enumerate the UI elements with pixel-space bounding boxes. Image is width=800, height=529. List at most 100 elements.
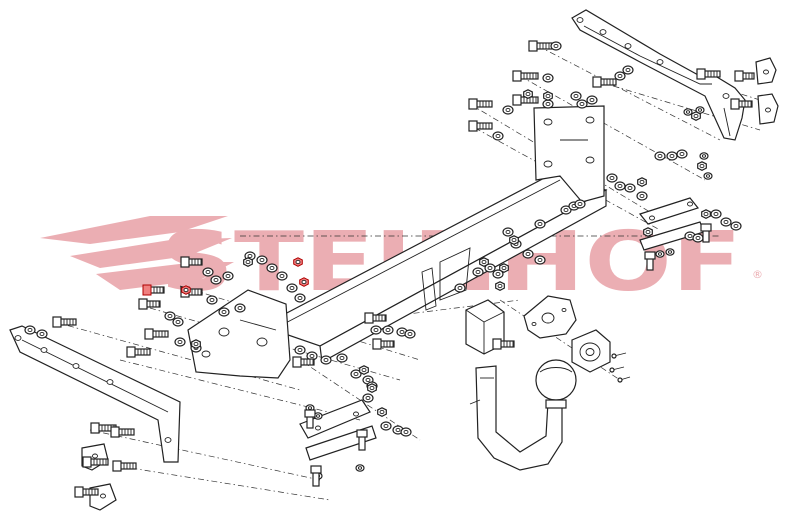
bolt-icon [528, 40, 555, 52]
steinhof-swoosh-logo [40, 216, 234, 290]
bolt-icon [734, 70, 755, 82]
bolt-icon [112, 460, 137, 472]
bolt-icon [142, 284, 165, 296]
washer-icon [336, 353, 348, 363]
nut-icon [377, 407, 387, 417]
nut-icon [191, 339, 201, 349]
nut-icon [543, 91, 553, 101]
fastener-set [24, 40, 755, 498]
bolt-icon [696, 68, 721, 80]
bolt-icon [144, 328, 169, 340]
washer-icon [665, 248, 675, 256]
washer-icon [313, 412, 323, 420]
washer-icon [472, 267, 484, 277]
washer-icon [699, 152, 709, 160]
nut-icon [293, 257, 303, 267]
washer-icon [502, 227, 514, 237]
bolt-icon [592, 76, 617, 88]
washer-icon [382, 325, 394, 335]
bolt-icon [82, 456, 109, 468]
washer-icon [355, 464, 365, 472]
washer-icon [534, 219, 546, 229]
washer-icon [164, 311, 176, 321]
washer-icon [218, 307, 230, 317]
left-angle-brackets [81, 443, 117, 511]
nut-icon [509, 235, 519, 245]
washer-icon [362, 393, 374, 403]
bolt-icon [730, 98, 753, 110]
nut-icon [367, 383, 377, 393]
washer-icon [710, 209, 722, 219]
washer-icon [454, 283, 466, 293]
washer-icon [174, 337, 186, 347]
washer-icon [276, 271, 288, 281]
washer-icon [542, 73, 554, 83]
bolt-icon [110, 426, 135, 438]
nut-icon [643, 227, 653, 237]
washer-icon [703, 172, 713, 180]
washer-icon [550, 41, 562, 51]
bolt-icon [468, 98, 493, 110]
washer-icon [655, 250, 665, 258]
bolt-icon [700, 223, 712, 243]
washer-icon [222, 271, 234, 281]
screw-icon [611, 352, 627, 359]
bolt-icon [310, 465, 322, 487]
washer-icon [244, 251, 256, 261]
right-support-strap [638, 197, 705, 251]
washer-icon [586, 95, 598, 105]
nut-icon [701, 209, 711, 219]
washer-icon [676, 149, 688, 159]
washer-icon [404, 329, 416, 339]
bolt-icon [292, 356, 315, 368]
washer-icon [36, 329, 48, 339]
washer-icon [206, 295, 218, 305]
bolt-icon [74, 486, 99, 498]
nut-icon [637, 177, 647, 187]
washer-icon [370, 325, 382, 335]
washer-icon [502, 105, 514, 115]
washer-icon [574, 199, 586, 209]
washer-icon [294, 293, 306, 303]
washer-icon [576, 99, 588, 109]
washer-icon [720, 217, 732, 227]
washer-icon [636, 191, 648, 201]
washer-icon [570, 91, 582, 101]
left-end-plate [187, 289, 291, 379]
washer-icon [202, 267, 214, 277]
washer-icon [542, 99, 554, 109]
washer-icon [286, 283, 298, 293]
washer-icon [492, 131, 504, 141]
electrical-socket [571, 329, 611, 373]
screw-icon [617, 376, 631, 383]
nut-icon [697, 161, 707, 171]
nut-icon [181, 285, 191, 295]
bolt-icon [512, 70, 539, 82]
main-crossbar [260, 173, 608, 363]
washer-icon [266, 263, 278, 273]
nut-icon [691, 111, 701, 121]
washer-icon [606, 173, 618, 183]
washer-icon [24, 325, 36, 335]
washer-icon [484, 263, 496, 273]
right-angle-brackets [755, 57, 779, 125]
screw-icon [609, 366, 625, 373]
bolt-icon [304, 409, 316, 429]
socket-mounting-plate [523, 295, 577, 339]
washer-icon [210, 275, 222, 285]
bolt-icon [52, 316, 77, 328]
washer-icon [172, 317, 184, 327]
bolt-icon [180, 256, 203, 268]
washer-icon [234, 303, 246, 313]
washer-icon [380, 421, 392, 431]
bolt-icon [468, 120, 493, 132]
washer-icon [730, 221, 742, 231]
washer-icon [400, 427, 412, 437]
bolt-icon [364, 312, 387, 324]
washer-icon [654, 151, 666, 161]
bolt-icon [138, 298, 161, 310]
nut-icon [499, 263, 509, 273]
right-side-bracket [571, 9, 746, 141]
nut-icon [243, 257, 253, 267]
